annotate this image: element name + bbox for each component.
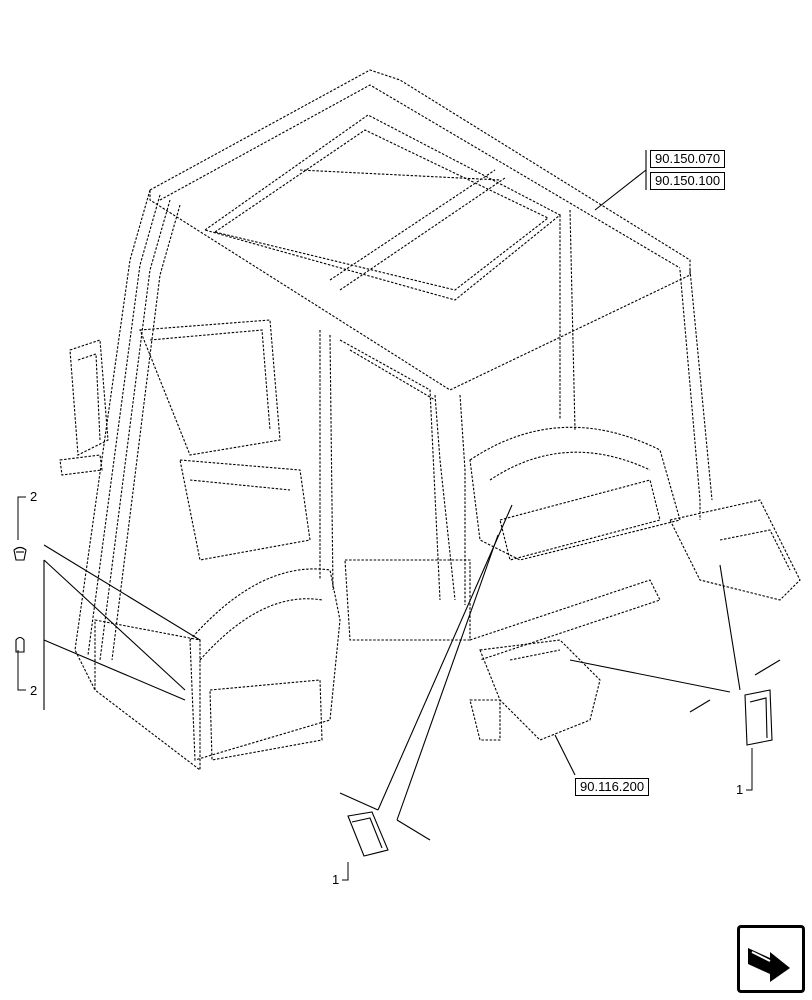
arrow-icon-shape: [748, 948, 790, 982]
reference-box-top-2[interactable]: 90.150.100: [650, 172, 726, 190]
leader-lines: [43, 150, 781, 841]
callout-brackets: [17, 496, 753, 881]
reference-box-top-1[interactable]: 90.150.070: [650, 150, 726, 168]
callout-item-1-center: 1: [332, 872, 340, 887]
next-page-arrow-icon[interactable]: [737, 925, 805, 993]
reference-box-bottom[interactable]: 90.116.200: [575, 778, 650, 796]
cab-frame: [59, 69, 801, 772]
clip-part-upper: [13, 546, 27, 561]
callout-item-2-upper: 2: [30, 489, 38, 504]
lamp-lens-part-right: [744, 689, 773, 746]
callout-item-1-right: 1: [736, 782, 744, 797]
lamp-lens-part-center: [347, 811, 389, 857]
callout-item-2-lower: 2: [30, 683, 38, 698]
clip-part-lower: [15, 636, 25, 653]
